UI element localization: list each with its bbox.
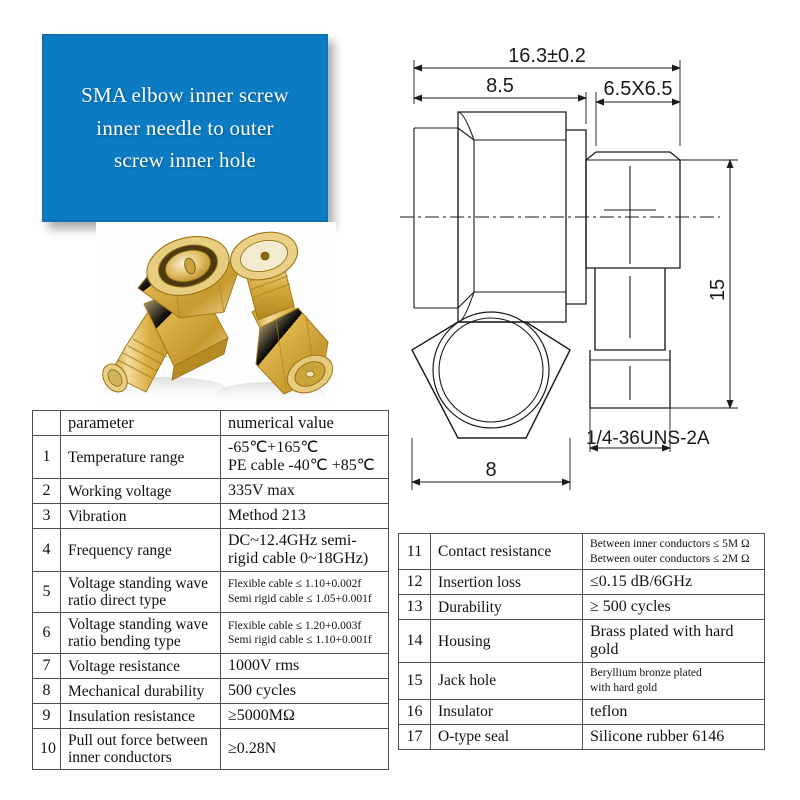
row-value: ≥0.28N bbox=[220, 728, 389, 771]
row-index: 10 bbox=[32, 728, 61, 771]
row-value: ≥ 500 cycles bbox=[582, 594, 765, 621]
row-parameter: Insulator bbox=[430, 698, 583, 725]
dim-thread: 1/4-36UNS-2A bbox=[586, 428, 710, 449]
row-parameter: Housing bbox=[430, 619, 583, 664]
row-value: Brass plated with hard gold bbox=[582, 619, 765, 664]
row-parameter: Durability bbox=[430, 594, 583, 621]
row-value: Flexible cable ≤ 1.10+0.002f Semi rigid … bbox=[220, 571, 389, 614]
row-value: 500 cycles bbox=[220, 678, 389, 705]
dim-overall-length: 16.3±0.2 bbox=[508, 45, 586, 67]
row-index: 14 bbox=[398, 619, 431, 664]
product-photo bbox=[96, 222, 336, 408]
dim-hex-across-flats: 8 bbox=[485, 459, 496, 481]
row-value: DC~12.4GHz semi-rigid cable 0~18GHz) bbox=[220, 528, 389, 573]
row-index: 17 bbox=[398, 723, 431, 750]
row-parameter: O-type seal bbox=[430, 723, 583, 750]
row-index: 12 bbox=[398, 569, 431, 596]
dim-hex-to-body: 8.5 bbox=[486, 75, 514, 97]
row-parameter: Jack hole bbox=[430, 662, 583, 700]
row-parameter: Working voltage bbox=[60, 478, 221, 505]
row-parameter: Insertion loss bbox=[430, 569, 583, 596]
header-value: numerical value bbox=[220, 409, 389, 437]
row-parameter: Voltage standing wave ratio bending type bbox=[60, 612, 221, 655]
row-value: teflon bbox=[582, 698, 765, 725]
row-parameter: Insulation resistance bbox=[60, 703, 221, 730]
title-line-1: SMA elbow inner screw bbox=[81, 83, 289, 108]
header-parameter: parameter bbox=[60, 409, 221, 437]
row-value: Flexible cable ≤ 1.20+0.003f Semi rigid … bbox=[220, 612, 389, 655]
row-parameter: Voltage resistance bbox=[60, 653, 221, 680]
row-parameter: Frequency range bbox=[60, 528, 221, 573]
row-index: 3 bbox=[32, 503, 61, 530]
title-line-3: screw inner hole bbox=[114, 148, 256, 173]
row-value: -65℃+165℃ PE cable -40℃ +85℃ bbox=[220, 435, 389, 480]
row-index: 15 bbox=[398, 662, 431, 700]
row-value: Beryllium bronze plated with hard gold bbox=[582, 662, 765, 700]
row-value: Silicone rubber 6146 bbox=[582, 723, 765, 750]
row-index: 7 bbox=[32, 653, 61, 680]
row-parameter: Mechanical durability bbox=[60, 678, 221, 705]
row-parameter: Vibration bbox=[60, 503, 221, 530]
row-index: 4 bbox=[32, 528, 61, 573]
row-value: Between inner conductors ≤ 5M Ω Between … bbox=[582, 532, 765, 571]
dim-height: 15 bbox=[707, 279, 729, 301]
row-value: 1000V rms bbox=[220, 653, 389, 680]
row-value: 335V max bbox=[220, 478, 389, 505]
row-value: ≥5000MΩ bbox=[220, 703, 389, 730]
technical-drawing: 16.3±0.2 8.5 6.5X6.5 15 1/4-36UNS-2A bbox=[390, 20, 790, 520]
row-value: ≤0.15 dB/6GHz bbox=[582, 569, 765, 596]
row-parameter: Contact resistance bbox=[430, 532, 583, 571]
row-index: 5 bbox=[32, 571, 61, 614]
row-parameter: Temperature range bbox=[60, 435, 221, 480]
dim-body-square: 6.5X6.5 bbox=[604, 78, 673, 100]
row-index: 11 bbox=[398, 532, 431, 571]
row-value: Method 213 bbox=[220, 503, 389, 530]
row-index: 13 bbox=[398, 594, 431, 621]
row-parameter: Pull out force between inner conductors bbox=[60, 728, 221, 771]
row-index: 9 bbox=[32, 703, 61, 730]
row-index: 1 bbox=[32, 435, 61, 480]
row-parameter: Voltage standing wave ratio direct type bbox=[60, 571, 221, 614]
row-index: 16 bbox=[398, 698, 431, 725]
row-index: 6 bbox=[32, 612, 61, 655]
title-text: SMA elbow inner screw inner needle to ou… bbox=[67, 79, 303, 177]
header-index bbox=[32, 409, 61, 437]
title-line-2: inner needle to outer bbox=[96, 115, 274, 140]
row-index: 2 bbox=[32, 478, 61, 505]
title-banner: SMA elbow inner screw inner needle to ou… bbox=[42, 34, 328, 222]
row-index: 8 bbox=[32, 678, 61, 705]
